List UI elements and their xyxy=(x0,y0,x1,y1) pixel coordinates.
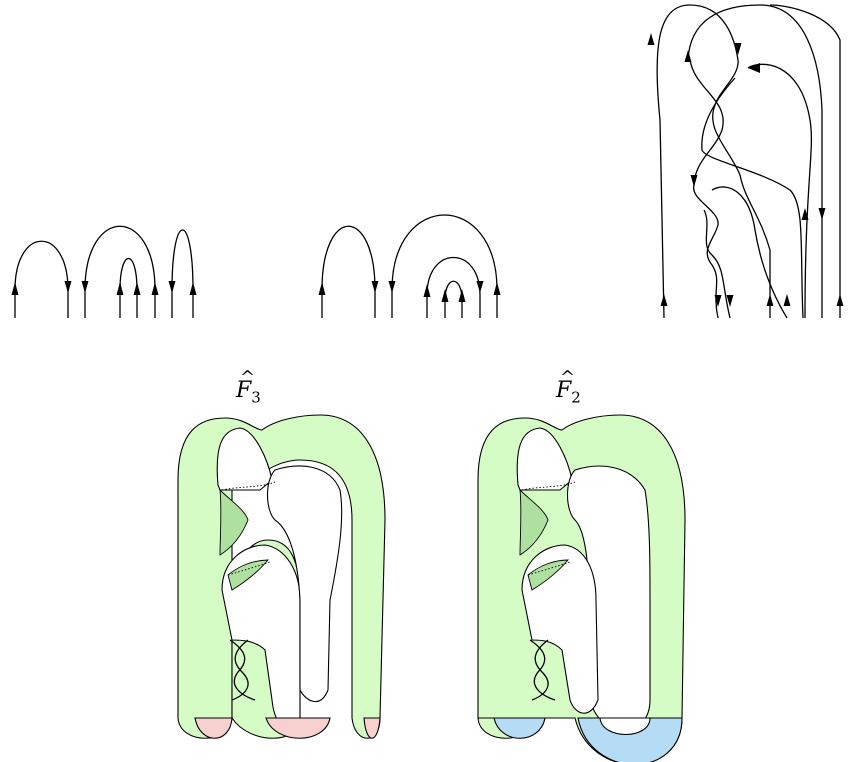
label-f2-hat: ^ xyxy=(560,367,575,388)
arc-diagram-middle xyxy=(319,215,501,318)
surface-f3 xyxy=(178,415,385,738)
label-f3-hat: ^ xyxy=(240,367,255,388)
arc-diagram-left xyxy=(12,226,197,318)
label-f2-sub: 2 xyxy=(571,388,581,406)
surface-f2 xyxy=(478,415,685,762)
braided-tangle xyxy=(648,5,844,318)
label-f3-sub: 3 xyxy=(251,388,261,406)
